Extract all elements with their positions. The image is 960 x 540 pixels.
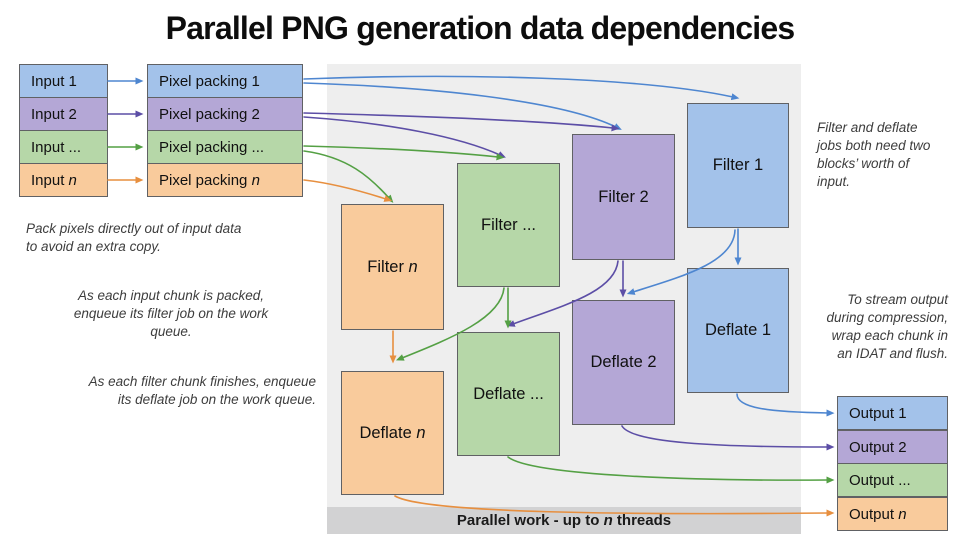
filter-1-label: Filter 1 [712, 156, 764, 174]
pixel-packing-dots-box: Pixel packing ... [147, 130, 303, 164]
filter-dots-label: Filter ... [480, 215, 536, 234]
input-2-label: Input 2 [31, 105, 77, 123]
output-n-box: Output n [837, 497, 948, 531]
input-2-box: Input 2 [19, 97, 108, 131]
deflate-n-label: Deflate n [359, 423, 426, 442]
parallel-work-label: Parallel work - up to n threads [456, 512, 672, 529]
parallel-work-band: Parallel work - up to n threads [327, 507, 801, 534]
filter-2-label: Filter 2 [598, 187, 649, 206]
pixel-packing-2-box: Pixel packing 2 [147, 97, 303, 131]
pixel-packing-1-label: Pixel packing 1 [159, 72, 260, 90]
note-enqueue-filter: As each input chunk is packed, enqueue i… [73, 288, 269, 339]
pixel-packing-n-box: Pixel packing n [147, 163, 303, 197]
filter-n-box: Filter n [341, 204, 444, 330]
note-pack-pixels: Pack pixels directly out of input data t… [26, 221, 242, 254]
deflate-n-box: Deflate n [341, 371, 444, 495]
note-enqueue-deflate: As each filter chunk finishes, enqueue i… [88, 374, 316, 407]
output-dots-label: Output ... [849, 471, 911, 489]
output-2-label: Output 2 [849, 438, 907, 456]
filter-dots-box: Filter ... [457, 163, 560, 287]
pixel-packing-n-label: Pixel packing n [159, 171, 260, 189]
pixel-packing-1-box: Pixel packing 1 [147, 64, 303, 98]
note-stream-output: To stream output during compression, wra… [826, 292, 948, 361]
note-two-blocks-input: Filter and deflate jobs both need two bl… [817, 120, 931, 189]
input-1-box: Input 1 [19, 64, 108, 98]
output-1-label: Output 1 [849, 404, 907, 422]
filter-n-label: Filter n [367, 257, 418, 276]
deflate-1-box: Deflate 1 [687, 268, 789, 393]
output-2-box: Output 2 [837, 430, 948, 464]
deflate-dots-box: Deflate ... [457, 332, 560, 456]
output-n-label: Output n [849, 505, 907, 523]
deflate-2-label: Deflate 2 [590, 353, 657, 371]
deflate-2-box: Deflate 2 [572, 300, 675, 425]
page-title: Parallel PNG generation data dependencie… [165, 10, 796, 46]
input-1-label: Input 1 [31, 72, 77, 90]
input-dots-box: Input ... [19, 130, 108, 164]
deflate-dots-label: Deflate ... [473, 384, 544, 403]
pixel-packing-dots-label: Pixel packing ... [159, 138, 265, 156]
input-n-box: Input n [19, 163, 108, 197]
input-n-label: Input n [31, 171, 77, 189]
filter-1-box: Filter 1 [687, 103, 789, 228]
deflate-1-label: Deflate 1 [704, 321, 772, 339]
filter-2-box: Filter 2 [572, 134, 675, 260]
output-1-box: Output 1 [837, 396, 948, 430]
output-dots-box: Output ... [837, 463, 948, 497]
input-dots-label: Input ... [31, 138, 82, 156]
pixel-packing-2-label: Pixel packing 2 [159, 105, 260, 123]
